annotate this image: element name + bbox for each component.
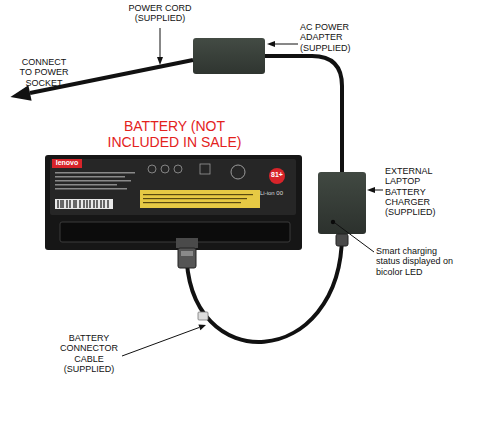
led-dot: [331, 220, 335, 224]
warning-print: [143, 198, 247, 199]
sticker-print: [55, 172, 135, 174]
cert-icon: [148, 165, 156, 173]
logo-box: [52, 159, 82, 168]
cert-icon: [161, 165, 169, 173]
callout-label: BATTERY CONNECTOR CABLE (SUPPLIED): [58, 333, 120, 374]
leader-line: [374, 190, 383, 191]
cable-tag: [198, 312, 208, 320]
cable-plug: [181, 251, 193, 256]
recycle-icon: [231, 165, 245, 179]
leader-line: [122, 327, 199, 356]
sticker-print: [55, 180, 131, 182]
node-label: AC POWER ADAPTER (SUPPLIED): [300, 22, 356, 53]
battery-sticker: [50, 159, 296, 215]
arrow-head: [198, 325, 206, 331]
leader-line: [335, 223, 374, 252]
leader-line: [160, 28, 161, 58]
leader-line: [274, 44, 298, 45]
power-adapter-box: AC POWER ADAPTER (SUPPLIED): [193, 38, 265, 74]
node-label: EXTERNAL LAPTOP BATTERY CHARGER (SUPPLIE…: [385, 166, 441, 218]
cert-icon: [174, 165, 182, 173]
warning-print: [143, 194, 253, 195]
callout-label: Smart charging status displayed on bicol…: [376, 246, 456, 277]
node-label: BATTERY (NOT INCLUDED IN SALE): [87, 118, 262, 150]
callout-label: CONNECT TO POWER SOCKET: [18, 57, 70, 88]
sticker-print: [55, 188, 127, 190]
barcode-bars: [58, 200, 108, 208]
sticker-print: [55, 184, 117, 186]
arrow-head: [367, 187, 375, 193]
cable-connector: [186, 234, 342, 342]
battery-groove: [60, 222, 290, 242]
capacity-number: 81+: [269, 171, 285, 179]
battery-socket: [176, 238, 198, 248]
brand-logo: lenovo: [52, 159, 82, 167]
capacity-badge: [269, 168, 285, 184]
warning-print: [143, 202, 241, 203]
warning-strip: [140, 190, 260, 208]
cable-plug: [178, 248, 196, 268]
cable-plug: [336, 234, 348, 246]
bin-icon: [200, 164, 210, 174]
arrow-head: [267, 41, 275, 47]
charger-box: EXTERNAL LAPTOP BATTERY CHARGER (SUPPLIE…: [318, 172, 366, 234]
callout-label: POWER CORD (SUPPLIED): [127, 3, 193, 24]
sticker-print: [55, 176, 125, 178]
arrow-head: [157, 57, 163, 65]
battery-box: BATTERY (NOT INCLUDED IN SALE): [45, 155, 302, 250]
cell-type: Li-ion 00: [260, 190, 300, 197]
barcode: [55, 199, 113, 209]
